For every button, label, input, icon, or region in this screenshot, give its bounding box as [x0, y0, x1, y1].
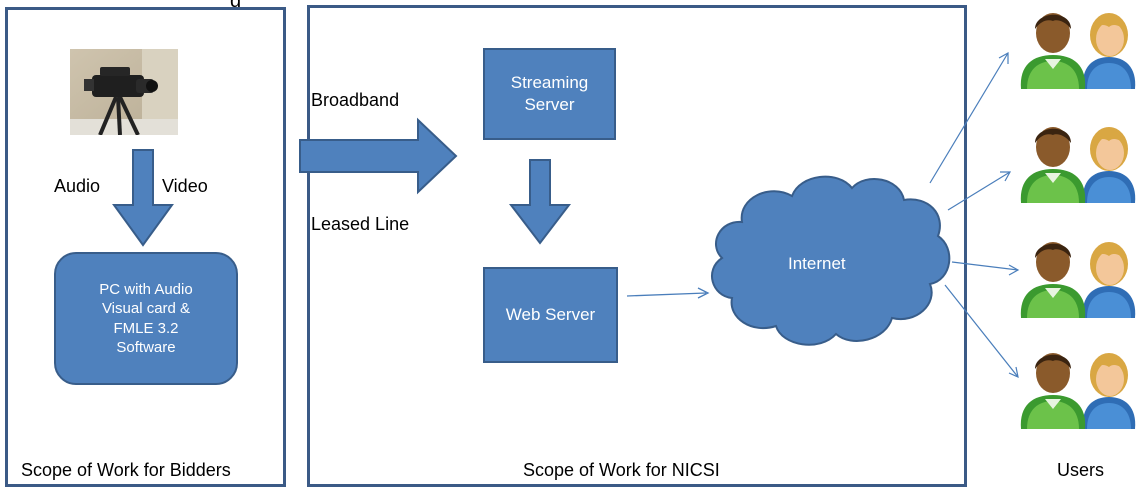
top-cut-text: g [230, 0, 242, 12]
streaming-server-box: Streaming Server [483, 48, 616, 140]
users-pair-icon [1017, 343, 1139, 434]
streaming-server-line-1: Streaming [510, 72, 589, 92]
nicsi-caption: Scope of Work for NICSI [523, 460, 720, 480]
streaming-to-web-arrow [508, 159, 572, 245]
users-caption: Users [1057, 460, 1105, 480]
video-camera-photo-icon [70, 49, 178, 136]
video-label: Video [162, 176, 208, 196]
internet-to-user-4-arrow [944, 284, 1019, 378]
internet-label: Internet [788, 254, 846, 273]
camera-to-pc-arrow [112, 149, 174, 247]
web-to-internet-arrow [626, 292, 707, 297]
users-pair-icon [1017, 232, 1139, 323]
bidders-caption: Scope of Work for Bidders [21, 460, 231, 480]
pc-box-line-2: Visual card & [101, 300, 191, 317]
internet-to-user-1-arrow [929, 52, 1009, 184]
users-pair-icon [1017, 3, 1139, 94]
internet-to-user-2-arrow [947, 171, 1011, 211]
pc-box-line-3: FMLE 3.2 [113, 319, 179, 337]
users-pair-icon [1017, 117, 1139, 208]
broadband-arrow [299, 117, 458, 195]
pc-box-line-1: PC with Audio [99, 280, 193, 298]
pc-with-av-card-box: PC with Audio Visual card & FMLE 3.2 Sof… [54, 252, 238, 385]
streaming-server-line-2: Server [524, 95, 575, 114]
internet-to-user-3-arrow [951, 261, 1019, 271]
web-server-box: Web Server [483, 267, 618, 363]
pc-box-line-4: Software [116, 339, 176, 356]
broadband-label: Broadband [311, 90, 400, 110]
leased-line-label: Leased Line [311, 214, 410, 234]
audio-label: Audio [54, 176, 101, 196]
web-server-label: Web Server [505, 304, 596, 324]
internet-cloud [711, 175, 951, 346]
